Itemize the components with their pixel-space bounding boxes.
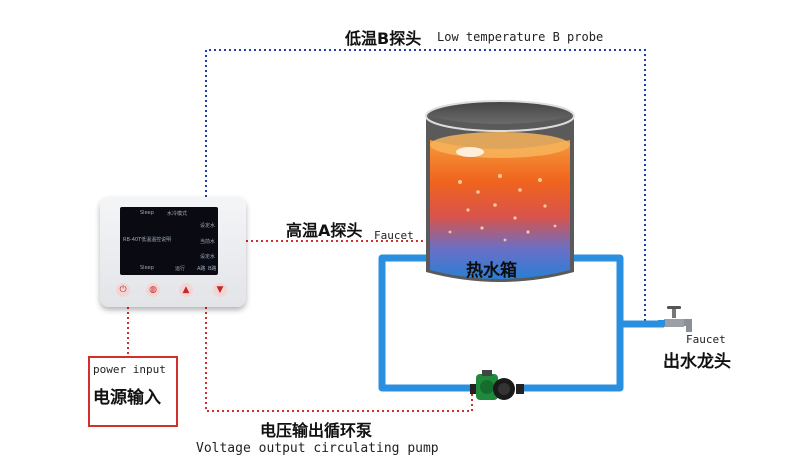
high-temp-label-cn: 高温A探头 <box>286 221 363 240</box>
controller-screen: Sleep 水冷模式 RB-40T低温温控说明 设定水 当前水 设定水 Slee… <box>120 207 218 275</box>
pump-output-line <box>205 307 473 412</box>
high-temp-label-en: Faucet <box>374 229 414 242</box>
power-icon: ⏻ <box>119 284 127 295</box>
tank-label: 热水箱 <box>466 261 517 281</box>
power-label-en: power input <box>93 363 166 376</box>
faucet-icon <box>658 306 692 332</box>
screen-text: B路 <box>208 266 217 272</box>
low-temp-label-cn: 低温B探头 <box>345 29 422 48</box>
power-input-box: power input 电源输入 <box>88 356 178 427</box>
screen-text: RB-40T低温温控说明 <box>123 237 172 243</box>
up-arrow-icon: ▲ <box>182 284 190 295</box>
power-button[interactable]: ⏻ <box>116 283 130 297</box>
settings-icon: ◍ <box>149 284 157 295</box>
screen-text: 运行 <box>175 266 186 272</box>
temperature-controller: Sleep 水冷模式 RB-40T低温温控说明 设定水 当前水 设定水 Slee… <box>100 197 246 307</box>
screen-text: 水冷模式 <box>167 211 188 217</box>
screen-text: Sleep <box>140 265 154 271</box>
faucet-label-cn: 出水龙头 <box>663 352 731 372</box>
pump-label-cn: 电压输出循环泵 <box>260 421 373 440</box>
down-button[interactable]: ▼ <box>213 283 227 297</box>
screen-text: 设定水 <box>200 223 216 229</box>
screen-text: 当前水 <box>200 239 216 245</box>
settings-button[interactable]: ◍ <box>146 283 160 297</box>
circulating-pump-icon <box>470 370 524 400</box>
up-button[interactable]: ▲ <box>179 283 193 297</box>
screen-text: 设定水 <box>200 254 216 260</box>
hot-water-tank <box>425 100 575 282</box>
faucet-label-en: Faucet <box>686 333 726 346</box>
pump-label-en: Voltage output circulating pump <box>196 441 439 456</box>
screen-text: A路 <box>197 266 206 272</box>
power-label-cn: 电源输入 <box>93 388 161 408</box>
low-temp-probe-line <box>205 49 646 322</box>
low-temp-label-en: Low temperature B probe <box>437 30 604 44</box>
down-arrow-icon: ▼ <box>216 284 224 295</box>
screen-text: Sleep <box>140 210 154 216</box>
